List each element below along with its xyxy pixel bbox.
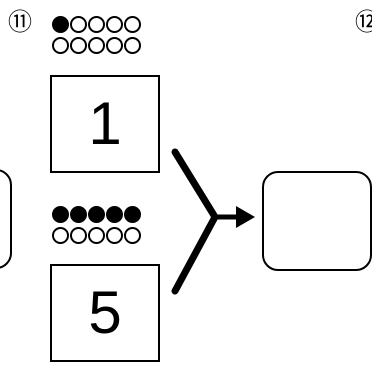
dot-row xyxy=(52,37,170,55)
empty-circle-icon xyxy=(70,227,87,244)
dot-row xyxy=(52,206,170,224)
filled-circle-icon xyxy=(52,16,69,33)
dot-row xyxy=(52,16,170,34)
empty-circle-icon xyxy=(88,37,105,54)
filled-circle-icon xyxy=(88,206,105,223)
empty-circle-icon xyxy=(106,16,123,33)
bottom-number-card: 5 xyxy=(50,264,160,362)
empty-circle-icon xyxy=(52,227,69,244)
empty-circle-icon xyxy=(106,37,123,54)
filled-circle-icon xyxy=(124,206,141,223)
filled-circle-icon xyxy=(52,206,69,223)
merge-line-top xyxy=(171,148,219,221)
merge-line-bottom xyxy=(171,213,219,295)
filled-circle-icon xyxy=(106,206,123,223)
merge-arrow-head xyxy=(236,206,255,228)
empty-circle-icon xyxy=(124,16,141,33)
next-problem-number: ⑫ xyxy=(355,8,372,36)
empty-circle-icon xyxy=(124,227,141,244)
problem-number: ⑪ xyxy=(8,8,32,36)
bottom-dot-grid xyxy=(52,206,170,251)
empty-circle-icon xyxy=(88,16,105,33)
empty-circle-icon xyxy=(124,37,141,54)
top-number-card: 1 xyxy=(50,75,160,173)
empty-circle-icon xyxy=(88,227,105,244)
previous-answer-box xyxy=(0,169,12,269)
answer-box[interactable] xyxy=(262,171,372,271)
dot-row xyxy=(52,227,170,245)
filled-circle-icon xyxy=(70,206,87,223)
empty-circle-icon xyxy=(70,37,87,54)
top-dot-grid xyxy=(52,16,170,61)
empty-circle-icon xyxy=(70,16,87,33)
empty-circle-icon xyxy=(106,227,123,244)
empty-circle-icon xyxy=(52,37,69,54)
